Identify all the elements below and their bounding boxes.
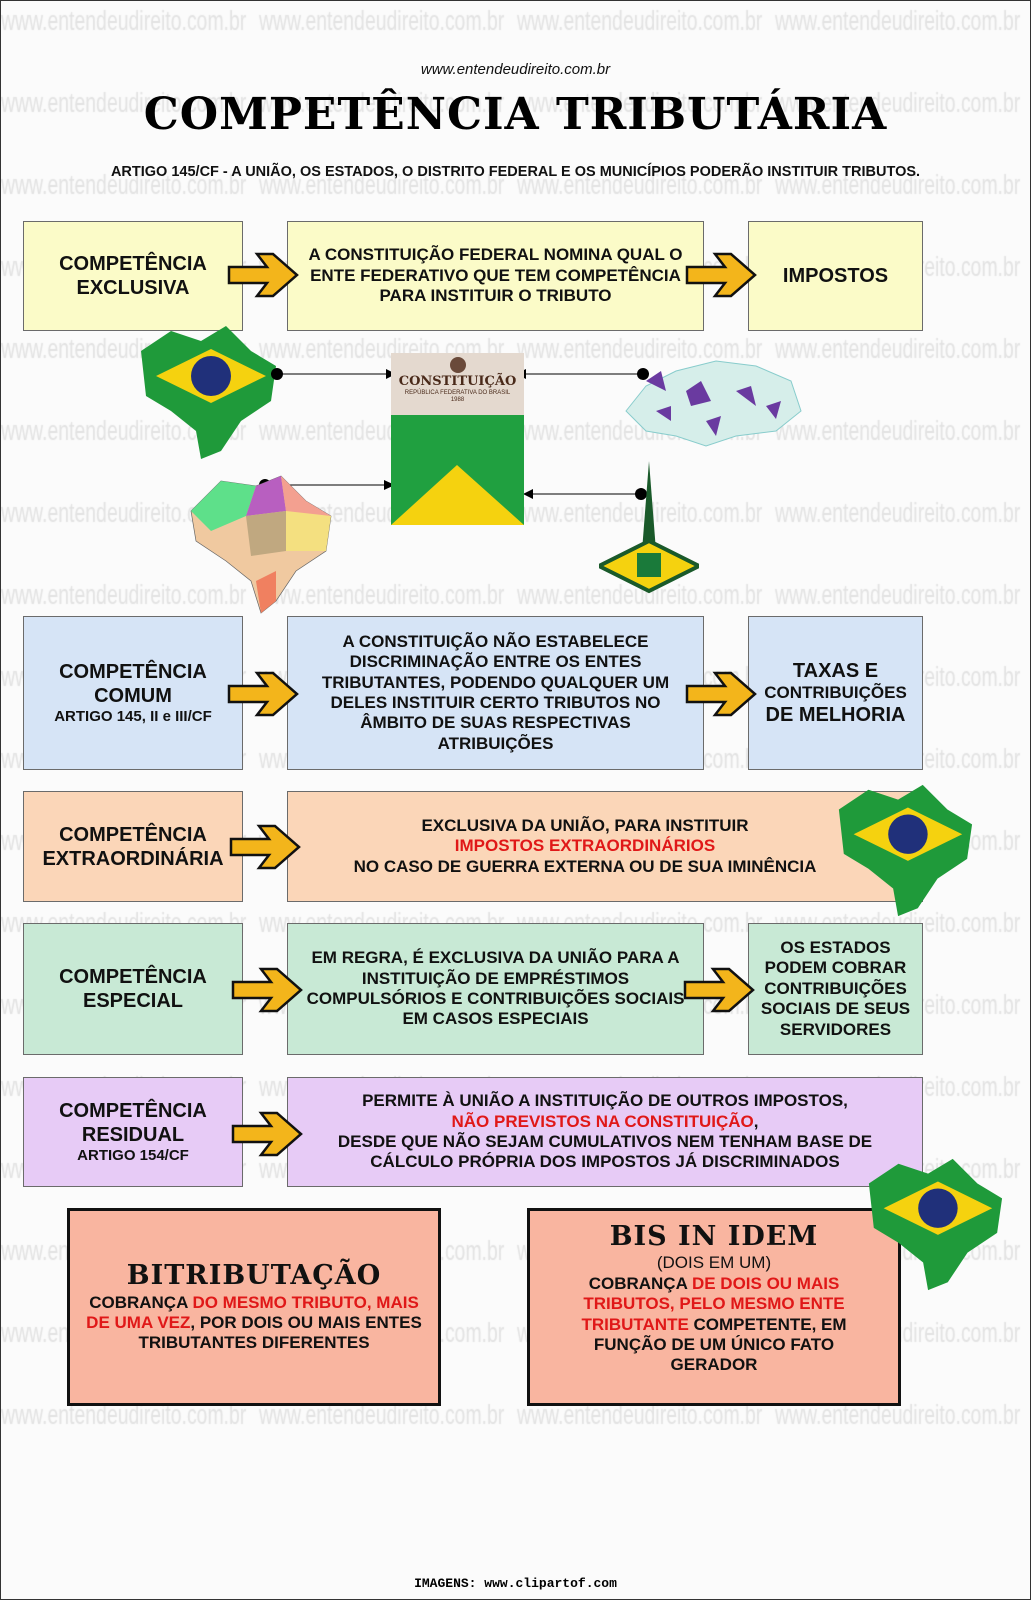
arrow-icon [685, 252, 757, 298]
brazil-flag-map-icon [141, 326, 276, 459]
desc-line: PERMITE À UNIÃO A INSTITUIÇÃO DE OUTROS … [362, 1091, 848, 1111]
result-line: DE MELHORIA [765, 704, 906, 727]
comum-article: ARTIGO 145, II e III/CF [54, 708, 212, 725]
arrow-icon [231, 1111, 303, 1157]
coat-of-arms-icon [449, 357, 466, 373]
exclusiva-label: COMPETÊNCIA EXCLUSIVA [23, 221, 243, 331]
extraordinaria-desc: EXCLUSIVA DA UNIÃO, PARA INSTITUIR IMPOS… [287, 791, 923, 902]
residual-article: ARTIGO 154/CF [77, 1147, 189, 1164]
brazil-flag-map-icon [868, 1158, 1003, 1291]
label-line: COMPETÊNCIA [59, 823, 207, 846]
arrow-icon [685, 671, 757, 717]
especial-result: OS ESTADOS PODEM COBRAR CONTRIBUIÇÕES SO… [748, 923, 923, 1055]
municipalities-map-icon [625, 360, 802, 447]
label-line: COMPETÊNCIA [59, 253, 207, 275]
bitributacao-title: BITRIBUTAÇÃO [126, 1260, 382, 1292]
connector-lines [271, 368, 649, 500]
site-url: www.entendeudireito.com.br [420, 61, 611, 78]
label-line: RESIDUAL [81, 1124, 185, 1146]
image-credit: IMAGENS: www.clipartof.com [414, 1576, 617, 1591]
desc-line: NO CASO DE GUERRA EXTERNA OU DE SUA IMIN… [353, 856, 817, 876]
label-line: EXTRAORDINÁRIA [42, 847, 224, 870]
especial-label: COMPETÊNCIA ESPECIAL [23, 923, 243, 1055]
residual-desc: PERMITE À UNIÃO A INSTITUIÇÃO DE OUTROS … [287, 1077, 923, 1187]
bis-in-idem-subtitle: (DOIS EM UM) [656, 1253, 772, 1273]
exclusiva-result: IMPOSTOS [748, 221, 923, 331]
federal-district-coat-icon [599, 461, 699, 594]
label-line: ESPECIAL [82, 990, 184, 1012]
comum-result: TAXAS E CONTRIBUIÇÕES DE MELHORIA [748, 616, 923, 770]
result-line: CONTRIBUIÇÕES [764, 682, 907, 702]
text: COBRANÇA [89, 1292, 193, 1312]
brazil-states-map-icon [190, 475, 332, 614]
desc-comma: , [753, 1111, 759, 1131]
brazil-flag-map-icon [838, 784, 973, 917]
desc-line: DESDE QUE NÃO SEJAM CUMULATIVOS NEM TENH… [337, 1132, 873, 1172]
arrow-icon [229, 824, 301, 870]
label-line: EXCLUSIVA [76, 277, 190, 299]
flag-chevron [391, 465, 524, 525]
label-line: COMPETÊNCIA [59, 1100, 207, 1122]
article-145: ARTIGO 145/CF - A UNIÃO, OS ESTADOS, O D… [110, 164, 921, 180]
page-title: COMPETÊNCIA TRIBUTÁRIA [143, 89, 888, 140]
book-subtitle: REPÚBLICA FEDERATIVA DO BRASIL [404, 389, 511, 396]
text-highlight: DE DOIS OU MAIS TRIBUTOS, PELO MESMO ENT… [581, 1273, 845, 1334]
residual-label: COMPETÊNCIA RESIDUAL ARTIGO 154/CF [23, 1077, 243, 1187]
desc-highlight: IMPOSTOS EXTRAORDINÁRIOS [454, 836, 716, 856]
arrow-icon [227, 252, 299, 298]
exclusiva-desc: A CONSTITUIÇÃO FEDERAL NOMINA QUAL O ENT… [287, 221, 704, 331]
arrow-icon [683, 967, 755, 1013]
comum-label: COMPETÊNCIA COMUM ARTIGO 145, II e III/C… [23, 616, 243, 770]
text-highlight: DO MESMO TRIBUTO, MAIS DE UMA VEZ [86, 1292, 419, 1332]
book-title: CONSTITUIÇÃO [398, 374, 517, 389]
especial-desc: EM REGRA, É EXCLUSIVA DA UNIÃO PARA A IN… [287, 923, 704, 1055]
result-line: TAXAS E [792, 659, 879, 682]
text: COMPETENTE, EM FUNÇÃO DE UM ÚNICO FATO G… [593, 1314, 847, 1375]
label-line: COMPETÊNCIA [59, 966, 207, 988]
text: , POR DOIS OU MAIS ENTES TRIBUTANTES DIF… [138, 1313, 422, 1353]
bis-in-idem-title: BIS IN IDEM [609, 1221, 819, 1252]
bitributacao-box: BITRIBUTAÇÃO COBRANÇA DO MESMO TRIBUTO, … [67, 1208, 441, 1406]
comum-desc: A CONSTITUIÇÃO NÃO ESTABELECE DISCRIMINA… [287, 616, 704, 770]
constitution-book-icon: CONSTITUIÇÃO REPÚBLICA FEDERATIVA DO BRA… [391, 353, 524, 525]
bis-in-idem-box: BIS IN IDEM (DOIS EM UM) COBRANÇA DE DOI… [527, 1208, 901, 1406]
book-year: 1988 [450, 396, 465, 403]
label-line: COMUM [94, 685, 172, 707]
desc-highlight: NÃO PREVISTOS NA CONSTITUIÇÃO [451, 1111, 754, 1131]
arrow-icon [231, 967, 303, 1013]
extraordinaria-label: COMPETÊNCIA EXTRAORDINÁRIA [23, 791, 243, 902]
text: COBRANÇA [588, 1273, 692, 1293]
desc-line: EXCLUSIVA DA UNIÃO, PARA INSTITUIR [421, 815, 749, 835]
arrow-icon [227, 671, 299, 717]
label-line: COMPETÊNCIA [59, 661, 207, 683]
